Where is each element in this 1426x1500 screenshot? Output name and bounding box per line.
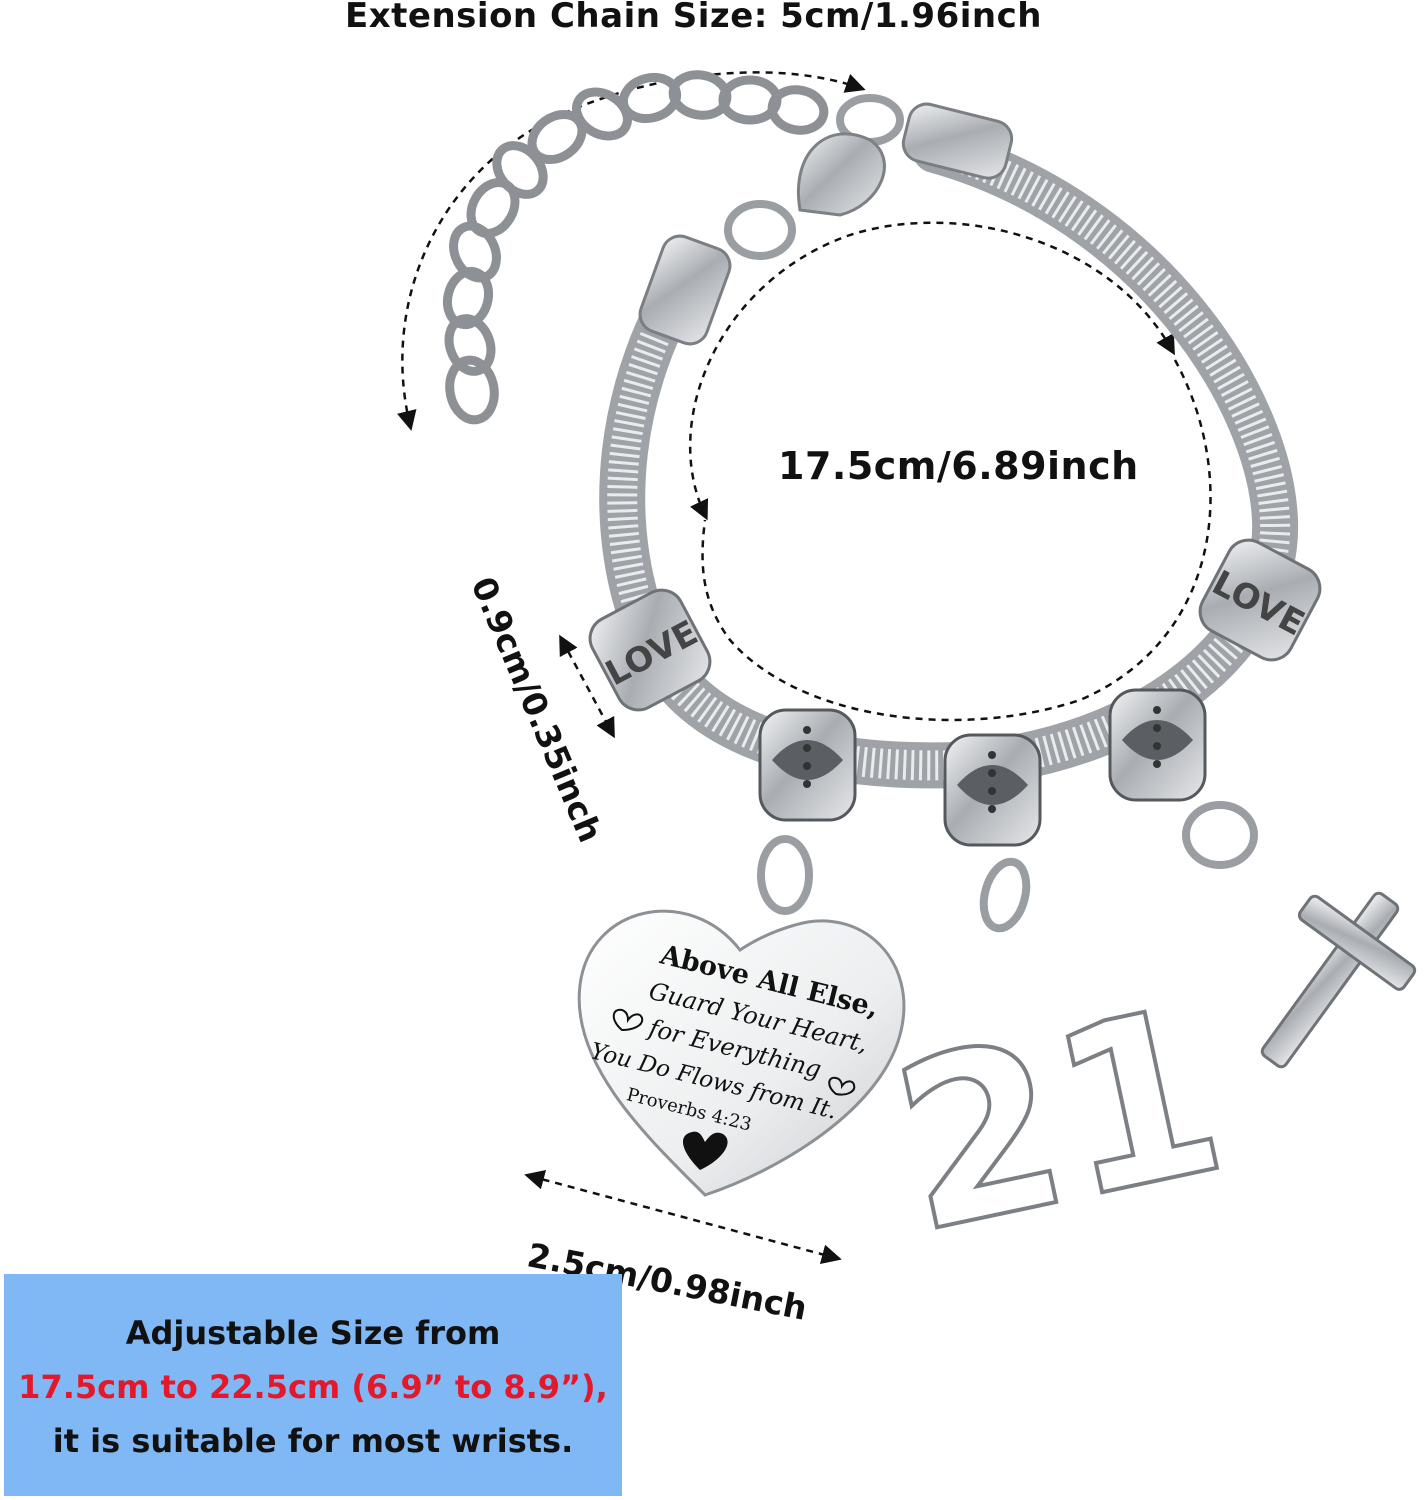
info-line-3: it is suitable for most wrists. xyxy=(52,1422,574,1460)
circumference-measure-arc-lower xyxy=(701,359,1212,722)
extension-chain-size-label: Extension Chain Size: 5cm/1.96inch xyxy=(345,0,1042,36)
info-line-2: 17.5cm to 22.5cm (6.9” to 8.9”), xyxy=(18,1368,608,1406)
end-cap-right xyxy=(901,102,1014,180)
adjustable-size-info-box: Adjustable Size from 17.5cm to 22.5cm (6… xyxy=(4,1274,622,1496)
number-charm: 21 xyxy=(873,955,1246,1287)
number-charm-text: 21 xyxy=(875,957,1244,1285)
extension-measure-arc xyxy=(397,71,866,431)
lobster-clasp xyxy=(724,94,904,260)
jump-ring-cross xyxy=(1182,801,1258,869)
love-bead-right: LOVE xyxy=(1198,538,1322,662)
cross-charm xyxy=(1260,891,1417,1069)
heart-pendant: Above All Else, Guard Your Heart, for Ev… xyxy=(577,909,906,1197)
pendant-measure-line xyxy=(524,1169,842,1265)
jump-ring-heart xyxy=(757,835,813,915)
bail-bead-2 xyxy=(943,733,1042,847)
bail-bead-1 xyxy=(758,708,857,822)
circumference-label: 17.5cm/6.89inch xyxy=(778,444,1139,488)
circumference-measure-arc xyxy=(689,221,1175,521)
outline-heart-icon-left xyxy=(612,1008,644,1032)
bead-measure-line xyxy=(559,634,615,739)
end-cap-left xyxy=(638,234,732,346)
extension-chain xyxy=(442,70,829,425)
outline-heart-icon-right xyxy=(828,1076,856,1096)
bail-bead-3 xyxy=(1108,688,1207,802)
jump-ring-number xyxy=(979,857,1031,933)
info-line-1: Adjustable Size from xyxy=(125,1314,501,1352)
love-bead-left: LOVE xyxy=(588,588,712,712)
small-heart-icon xyxy=(682,1131,728,1170)
